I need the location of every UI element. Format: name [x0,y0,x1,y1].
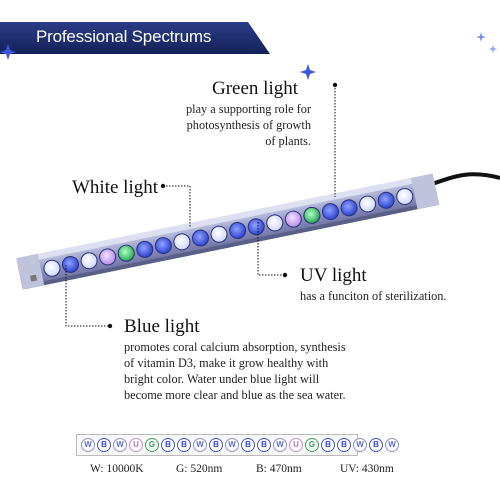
led-b [321,203,339,221]
led-chip-w: W [113,438,127,452]
led-uv [284,210,302,228]
title-banner [0,22,270,54]
led-chip-w: W [353,438,367,452]
led-chip-w: W [193,438,207,452]
uv-light-description: has a funciton of sterilization. [300,289,447,303]
led-w [210,225,228,243]
led-uv [99,248,117,266]
legend-uv: UV: 430nm [340,463,394,475]
led-chip-b: B [97,438,111,452]
led-chip-w: W [81,438,95,452]
led-chip-b: B [161,438,175,452]
legend-green: G: 520nm [176,463,223,475]
legend-white: W: 10000K [90,463,144,475]
green-light-title: Green light [212,78,299,99]
led-g [303,206,321,224]
led-chip-b: B [241,438,255,452]
led-chip-g: G [305,438,319,452]
led-g [117,244,135,262]
led-b [191,229,209,247]
led-chip-w: W [273,438,287,452]
led-w [43,259,61,277]
led-b [229,221,247,239]
led-chip-b: B [177,438,191,452]
led-w [266,214,284,232]
led-w [80,252,98,270]
blue-light-description: promotes coral calcium absorption, synth… [124,340,346,402]
sparkle-decoration-icon [0,44,16,60]
led-w [173,233,191,251]
led-chip-uv: U [129,438,143,452]
white-light-title: White light [72,177,159,198]
blue-light-title: Blue light [124,316,200,337]
led-light-bar [16,172,500,290]
led-w [359,195,377,213]
led-chip-b: B [337,438,351,452]
led-chip-g: G [145,438,159,452]
led-b [340,199,358,217]
led-chip-w: W [385,438,399,452]
green-light-description: play a supporting role for photosynthesi… [186,102,311,148]
led-chip-b: B [369,438,383,452]
led-b [62,255,80,273]
legend-blue: B: 470nm [256,463,302,475]
sparkle-decoration-icon [300,32,497,80]
led-chip-b: B [257,438,271,452]
led-b [154,237,172,255]
led-w [396,187,414,205]
uv-light-title: UV light [300,265,367,286]
led-b [136,240,154,258]
led-chip-uv: U [289,438,303,452]
banner-title: Professional Spectrums [36,27,212,46]
led-chip-w: W [225,438,239,452]
led-b [377,191,395,209]
led-chip-b: B [209,438,223,452]
led-chip-b: B [321,438,335,452]
